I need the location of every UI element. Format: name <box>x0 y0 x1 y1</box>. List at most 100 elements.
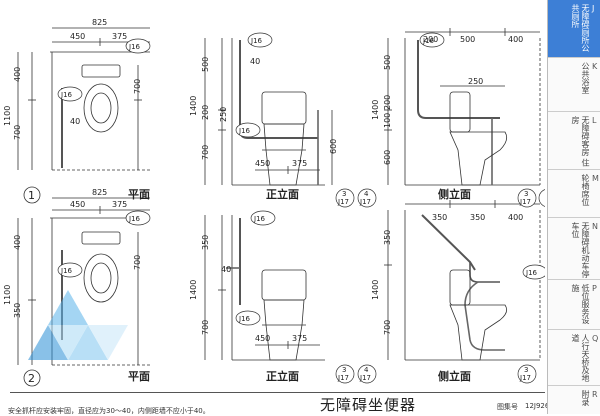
view-label-side-1: 侧立面 <box>438 187 471 201</box>
dim-front1-200: 200 <box>201 105 210 120</box>
dim-plan1-400: 400 <box>13 67 22 82</box>
callout-j16: J16 <box>128 43 141 51</box>
index-tab-label: 无障碍机动车停车位 <box>571 222 590 278</box>
dim-side2-1400: 1400 <box>371 280 380 300</box>
drawing-title: 无障碍坐便器 <box>320 396 417 414</box>
dim-front2-450: 450 <box>255 334 270 343</box>
callout-sheet: J17 <box>359 374 371 382</box>
dim-front1-700: 700 <box>201 145 210 160</box>
view-label-plan-2: 平面 <box>128 370 150 383</box>
front-elevation-2 <box>204 215 325 361</box>
index-tab-label: 无障碍客房 住房 <box>571 116 590 167</box>
index-sidebar: J 无障碍厕所公共厕所 K 公共浴室 L 无障碍客房 住房 M 轮椅席位 N 无… <box>547 0 600 414</box>
detail-circle-1 <box>23 186 41 204</box>
index-tab-j[interactable]: J 无障碍厕所公共厕所 <box>548 0 600 58</box>
view-label-front-2: 正立面 <box>266 369 299 383</box>
detail-number-2: 2 <box>28 372 35 385</box>
callout-ref-3: 3 <box>342 366 346 374</box>
dim-front1-1400: 1400 <box>189 96 198 116</box>
dim-side2-350v: 350 <box>383 230 392 245</box>
view-label-front-1: 正立面 <box>266 187 299 201</box>
dim-plan1-40: 40 <box>70 117 80 126</box>
dim-side1-200: 200 <box>423 35 438 44</box>
dim-side1-100: 100 <box>383 113 392 128</box>
callout-j16: J16 <box>253 215 266 223</box>
callout-ref-4: 4 <box>364 190 369 198</box>
callout-j16: J16 <box>60 267 73 275</box>
index-tab-code: Q <box>592 334 599 343</box>
dim-side2-700: 700 <box>383 320 392 335</box>
callout-ref-3: 3 <box>342 190 346 198</box>
dim-front2-350: 350 <box>201 235 210 250</box>
atlas-label: 图集号 <box>497 403 518 411</box>
dim-front2-40: 40 <box>221 265 231 274</box>
callout-sheet: J17 <box>337 198 349 206</box>
dim-front1-450: 450 <box>255 159 270 168</box>
watermark-logo <box>28 290 128 360</box>
dim-plan1-375: 375 <box>112 32 127 41</box>
index-tab-k[interactable]: K 公共浴室 <box>548 58 600 112</box>
plan-view-1 <box>17 27 150 171</box>
dim-plan2-1100: 1100 <box>3 285 12 305</box>
index-tab-label: 低位服务设施 <box>571 284 590 324</box>
index-tab-code: L <box>592 116 597 125</box>
callout-j16: J16 <box>422 37 435 45</box>
index-tab-m[interactable]: M 轮椅席位 <box>548 170 600 218</box>
dim-side1-500: 500 <box>460 35 475 44</box>
callout-j16: J16 <box>525 269 538 277</box>
dim-side1-500v: 500 <box>383 55 392 70</box>
dim-side1-1400: 1400 <box>371 100 380 120</box>
dim-side1-200v: 200 <box>383 95 392 110</box>
dim-plan2-700: 700 <box>133 255 142 270</box>
dim-side1-400: 400 <box>508 35 523 44</box>
detail-circle-2 <box>23 369 41 387</box>
dim-plan2-350: 350 <box>13 303 22 318</box>
dim-front1-600: 600 <box>329 139 338 154</box>
index-tab-label: 公共浴室 <box>581 62 590 94</box>
dim-plan2-375: 375 <box>112 200 127 209</box>
callout-ref-4: 4 <box>364 366 369 374</box>
callout-j16: J16 <box>250 37 263 45</box>
index-tab-code: R <box>592 390 598 399</box>
callout-sheet: J17 <box>337 374 349 382</box>
drawing-canvas: 825 450 375 400 700 1100 40 700 500 200 … <box>3 18 545 387</box>
dim-plan1-1100: 1100 <box>3 106 12 126</box>
side-elevation-2 <box>384 200 541 361</box>
dim-plan2-825: 825 <box>92 188 107 197</box>
dim-front1-250: 250 <box>219 107 228 122</box>
dim-side2-400: 400 <box>508 213 523 222</box>
dim-plan1-700b: 700 <box>133 79 142 94</box>
callout-ref-3: 3 <box>524 190 528 198</box>
index-tab-code: M <box>592 174 599 183</box>
index-tab-code: N <box>592 222 598 231</box>
dim-side2-350b: 350 <box>470 213 485 222</box>
dim-front2-1400: 1400 <box>189 280 198 300</box>
dim-plan2-450: 450 <box>70 200 85 209</box>
callout-sheet: J17 <box>359 198 371 206</box>
dim-side2-350a: 350 <box>432 213 447 222</box>
detail-number-1: 1 <box>28 189 35 202</box>
callout-ref-3: 3 <box>524 366 528 374</box>
callout-j16: J16 <box>238 315 251 323</box>
dim-front2-700: 700 <box>201 320 210 335</box>
dim-plan1-450: 450 <box>70 32 85 41</box>
index-tab-l[interactable]: L 无障碍客房 住房 <box>548 112 600 170</box>
dim-side1-600: 600 <box>383 150 392 165</box>
index-tab-label: 附录 <box>581 390 590 406</box>
index-tab-label: 轮椅席位 <box>581 174 590 206</box>
callout-sheet: J17 <box>519 198 531 206</box>
index-tab-q[interactable]: Q 人行天桥及地道 <box>548 330 600 386</box>
dim-front1-500: 500 <box>201 57 210 72</box>
index-tab-p[interactable]: P 低位服务设施 <box>548 280 600 330</box>
dim-plan2-400: 400 <box>13 235 22 250</box>
callout-sheet: J17 <box>519 374 531 382</box>
callout-j16: J16 <box>238 127 251 135</box>
atlas-number: 12J926 <box>525 402 550 410</box>
dim-side1-250: 250 <box>468 77 483 86</box>
view-label-side-2: 侧立面 <box>438 369 471 383</box>
index-tab-code: P <box>592 284 597 293</box>
index-tab-label: 无障碍厕所公共厕所 <box>571 4 590 52</box>
index-tab-r[interactable]: R 附录 <box>548 386 600 414</box>
index-tab-n[interactable]: N 无障碍机动车停车位 <box>548 218 600 280</box>
